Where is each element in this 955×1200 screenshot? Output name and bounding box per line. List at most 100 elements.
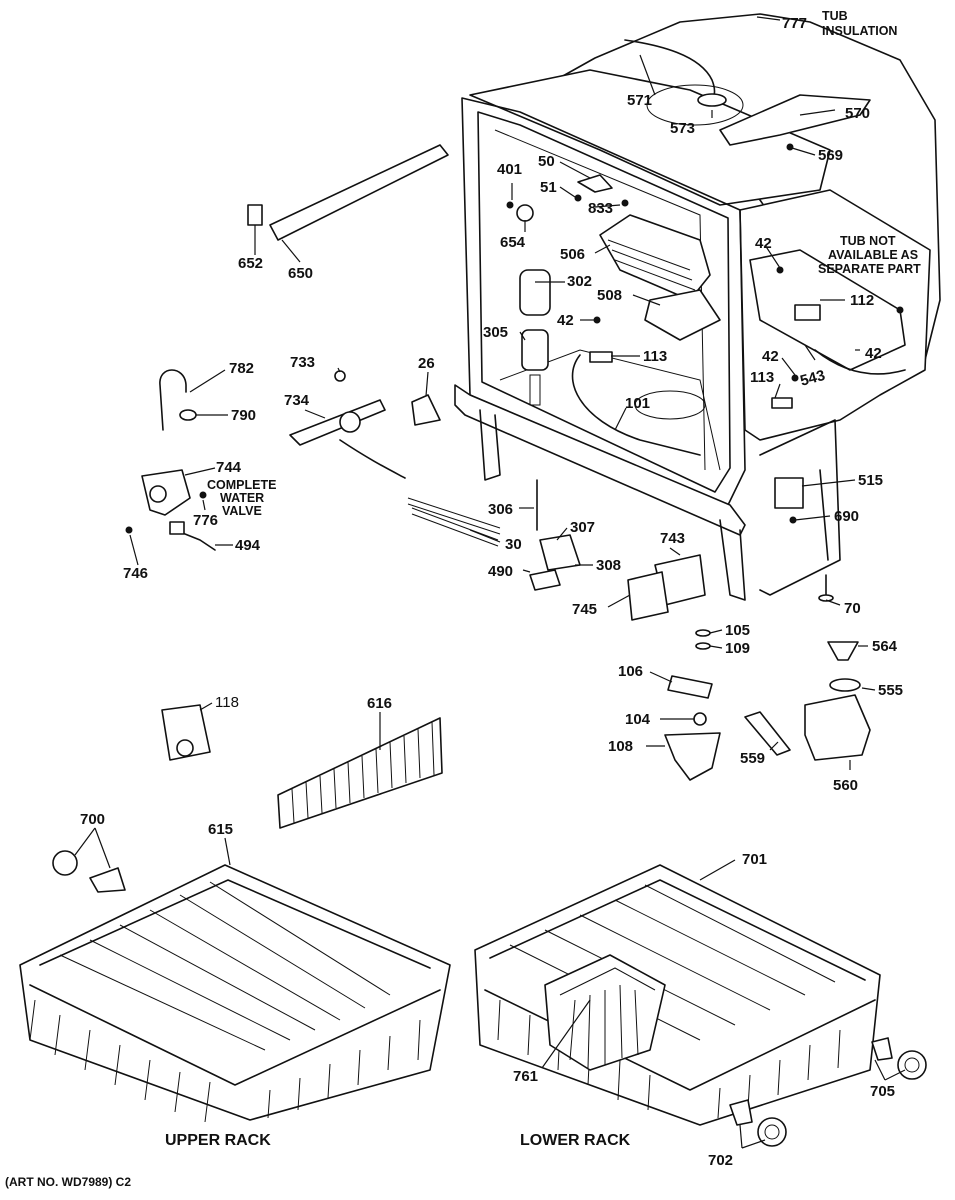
upper-rack-caption: UPPER RACK — [165, 1132, 271, 1149]
label-515: 515 — [858, 472, 883, 489]
drain-hose — [159, 369, 187, 431]
tube — [521, 329, 549, 371]
note-available-as: AVAILABLE AS — [828, 248, 918, 262]
label-30: 30 — [505, 536, 522, 553]
label-555: 555 — [878, 682, 903, 699]
label-700: 700 — [80, 811, 105, 828]
label-734: 734 — [284, 392, 310, 409]
tub-base-rail — [454, 384, 746, 536]
nut-104 — [693, 712, 707, 726]
note-tub-not: TUB NOT — [840, 234, 896, 248]
label-559: 559 — [740, 750, 765, 767]
label-26: 26 — [418, 355, 435, 372]
bracket-515 — [774, 477, 804, 509]
art-number: (ART NO. WD7989) C2 — [5, 1175, 131, 1189]
note-complete: COMPLETE — [207, 478, 276, 492]
label-42-b: 42 — [755, 235, 772, 252]
tub-floor-right — [749, 249, 906, 371]
part-labels: 777 TUB INSULATION 571 573 570 569 50 40… — [80, 9, 921, 1169]
label-782: 782 — [229, 360, 254, 377]
wheel-700 — [52, 850, 78, 876]
label-650: 650 — [288, 265, 313, 282]
heater-element — [571, 354, 701, 456]
label-insulation-text: INSULATION — [822, 24, 897, 38]
label-494: 494 — [235, 537, 261, 554]
label-573: 573 — [670, 120, 695, 137]
float — [827, 641, 859, 661]
label-654: 654 — [500, 234, 526, 251]
label-42-d: 42 — [762, 348, 779, 365]
rack-divider — [277, 717, 443, 829]
label-761: 761 — [513, 1068, 538, 1085]
label-118: 118 — [215, 694, 239, 711]
label-306: 306 — [488, 501, 513, 518]
label-105: 105 — [725, 622, 750, 639]
label-307: 307 — [570, 519, 595, 536]
screw-733 — [334, 370, 346, 382]
label-560: 560 — [833, 777, 858, 794]
door-gasket — [269, 144, 449, 241]
label-571: 571 — [627, 92, 652, 109]
bracket — [771, 397, 793, 409]
tube-559 — [744, 711, 791, 756]
clip-705 — [871, 1037, 893, 1061]
label-113-b: 113 — [750, 369, 774, 386]
label-745: 745 — [572, 601, 597, 618]
grommet — [697, 93, 727, 107]
nut — [179, 409, 197, 421]
label-615: 615 — [208, 821, 233, 838]
note-water: WATER — [220, 491, 264, 505]
door-spring — [407, 497, 501, 547]
o-ring — [829, 678, 861, 692]
label-108: 108 — [608, 738, 633, 755]
label-104: 104 — [625, 711, 651, 728]
washer — [695, 642, 711, 650]
label-543: 543 — [798, 367, 827, 390]
vent-bracket — [719, 94, 871, 146]
label-570: 570 — [845, 105, 870, 122]
label-701: 701 — [742, 851, 767, 868]
clip — [577, 174, 613, 193]
label-112: 112 — [850, 292, 874, 309]
lower-rack — [474, 864, 881, 1126]
wheel-705 — [897, 1050, 927, 1080]
housing-108 — [664, 732, 721, 781]
label-42-a: 42 — [557, 312, 574, 329]
label-tub-text: TUB — [822, 9, 848, 23]
label-690: 690 — [834, 508, 859, 525]
label-101: 101 — [625, 395, 650, 412]
label-733: 733 — [290, 354, 315, 371]
cover-plate — [627, 571, 669, 621]
label-490: 490 — [488, 563, 513, 580]
label-777: 777 — [782, 15, 807, 32]
motor-560 — [804, 694, 871, 761]
upper-rack — [19, 864, 451, 1123]
lower-spray-base — [644, 289, 721, 341]
mount — [794, 304, 821, 321]
label-51: 51 — [540, 179, 557, 196]
label-743: 743 — [660, 530, 685, 547]
filter-cylinder — [519, 269, 551, 316]
note-valve: VALVE — [222, 504, 262, 518]
tub-top — [469, 69, 831, 206]
bearing — [516, 204, 534, 222]
clip-700 — [89, 867, 126, 893]
label-702: 702 — [708, 1152, 733, 1169]
label-564: 564 — [872, 638, 898, 655]
label-308: 308 — [596, 557, 621, 574]
label-705: 705 — [870, 1083, 895, 1100]
hinge — [539, 534, 581, 571]
link — [529, 569, 561, 591]
gasket-clip — [247, 204, 263, 226]
label-70: 70 — [844, 600, 861, 617]
label-106: 106 — [618, 663, 643, 680]
rack-bracket — [161, 704, 211, 761]
washer — [695, 629, 711, 637]
label-50: 50 — [538, 153, 555, 170]
label-790: 790 — [231, 407, 256, 424]
clip-702 — [729, 1099, 753, 1126]
label-506: 506 — [560, 246, 585, 263]
label-652: 652 — [238, 255, 263, 272]
label-616: 616 — [367, 695, 392, 712]
